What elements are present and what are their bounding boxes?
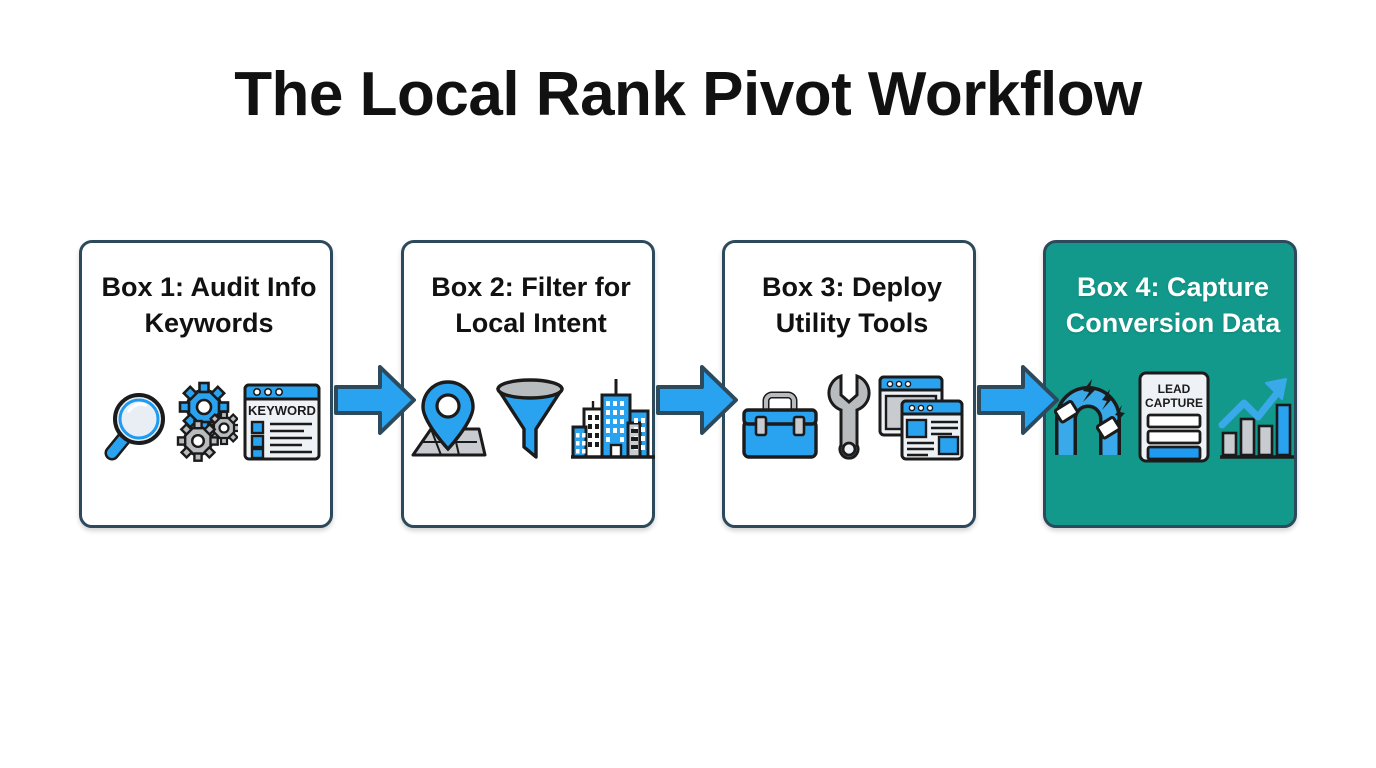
map-pin-icon: [411, 380, 487, 457]
keyword-browser-icon: KEYWORD: [243, 383, 321, 461]
connector-arrow-3: [977, 365, 1059, 435]
step-box-2[interactable]: Box 2: Filter for Local Intent: [401, 240, 655, 528]
lead-capture-title-line-1: LEAD: [1158, 382, 1191, 396]
gears-icon: [176, 381, 238, 462]
lead-capture-submit-button[interactable]: [1146, 445, 1202, 461]
lead-capture-field-1[interactable]: [1146, 413, 1202, 429]
step-box-4-icons: LEAD CAPTURE: [1046, 363, 1300, 463]
magnifying-glass-icon: [104, 393, 165, 461]
step-box-4-label: Box 4: Capture Conversion Data: [1065, 272, 1281, 338]
keyword-browser-heading: KEYWORD: [248, 403, 316, 418]
browser-windows-icon: [878, 375, 964, 461]
step-box-1-label: Box 1: Audit Info Keywords: [101, 272, 317, 338]
growth-bar-chart-icon: [1218, 378, 1294, 459]
lead-capture-title-line-2: CAPTURE: [1145, 396, 1203, 410]
page-title: The Local Rank Pivot Workflow: [234, 60, 1142, 129]
connector-arrow-1: [334, 365, 416, 435]
step-box-3-label: Box 3: Deploy Utility Tools: [761, 272, 943, 338]
step-box-3[interactable]: Box 3: Deploy Utility Tools: [722, 240, 976, 528]
workflow-steps-row: Box 1: Audit Info Keywords: [79, 240, 1297, 530]
step-box-4[interactable]: Box 4: Capture Conversion Data LEAD CA: [1043, 240, 1297, 528]
step-box-1-icons: KEYWORD: [82, 363, 336, 463]
wrench-icon: [827, 373, 871, 460]
city-buildings-icon: [571, 379, 655, 459]
toolbox-icon: [742, 391, 818, 459]
funnel-icon: [496, 378, 564, 459]
lead-capture-form-icon: LEAD CAPTURE: [1138, 371, 1210, 463]
step-box-2-icons: [404, 363, 658, 463]
connector-arrow-2: [656, 365, 738, 435]
lead-capture-field-2[interactable]: [1146, 429, 1202, 445]
step-box-1[interactable]: Box 1: Audit Info Keywords: [79, 240, 333, 528]
step-box-3-icons: [725, 363, 979, 463]
step-box-2-label: Box 2: Filter for Local Intent: [431, 272, 631, 338]
magnet-icon: [1053, 379, 1125, 455]
